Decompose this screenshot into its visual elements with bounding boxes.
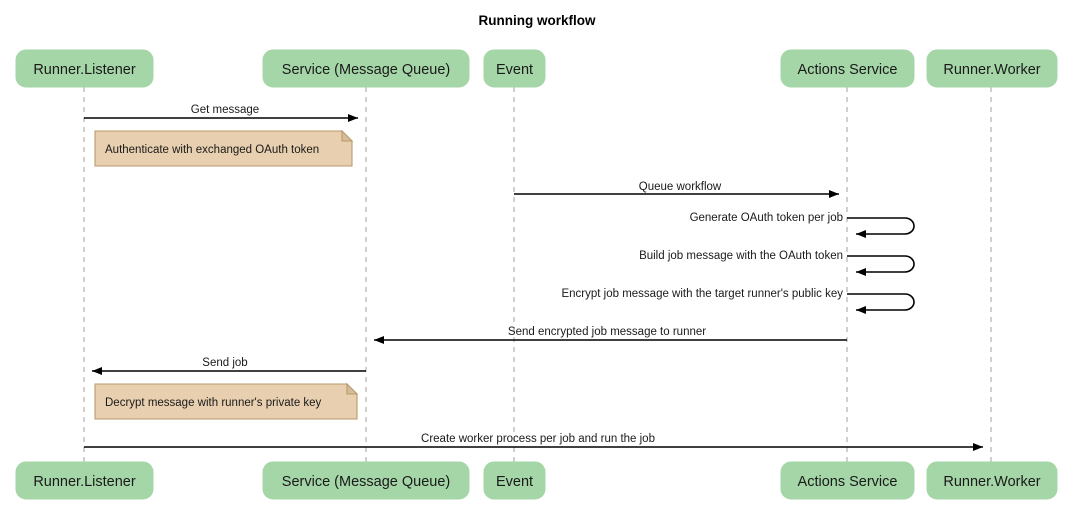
message-label: Get message — [191, 104, 259, 116]
note-fold-corner — [346, 382, 359, 395]
participant-box[interactable] — [780, 461, 915, 500]
participant-box[interactable] — [262, 461, 470, 500]
participant-actions-service-bottom[interactable]: Actions Service — [780, 461, 915, 500]
participant-box[interactable] — [926, 49, 1058, 88]
participant-label: Service (Message Queue) — [282, 474, 450, 490]
note-label: Authenticate with exchanged OAuth token — [105, 144, 319, 156]
message-build-job-message-with-the-oauth-token[interactable]: Build job message with the OAuth token — [639, 250, 915, 276]
messages-group: Get message Queue workflow Generate OAut… — [84, 104, 983, 451]
participant-label: Runner.Listener — [33, 474, 136, 490]
note-authenticate-with-exchanged-oauth-token[interactable]: Authenticate with exchanged OAuth token — [94, 129, 354, 167]
message-encrypt-job-message-with-the-target-runners-public-key[interactable]: Encrypt job message with the target runn… — [561, 288, 915, 314]
note-body[interactable] — [94, 383, 358, 420]
participant-label: Runner.Worker — [943, 474, 1040, 490]
message-queue-workflow[interactable]: Queue workflow — [514, 181, 839, 198]
participant-runner-worker-top[interactable]: Runner.Worker — [926, 49, 1058, 88]
participant-label: Runner.Listener — [33, 62, 136, 78]
message-send-encrypted-job-message-to-runner[interactable]: Send encrypted job message to runner — [374, 326, 847, 344]
participant-box[interactable] — [15, 461, 154, 500]
participant-runner-worker-bottom[interactable]: Runner.Worker — [926, 461, 1058, 500]
page-title: Running workflow — [479, 13, 596, 28]
note-body[interactable] — [94, 130, 353, 167]
participants-header: Runner.Listener Service (Message Queue) … — [15, 49, 1058, 88]
participant-label: Event — [496, 62, 533, 78]
participant-box[interactable] — [780, 49, 915, 88]
participant-label: Actions Service — [798, 474, 898, 490]
participant-label: Event — [496, 474, 533, 490]
participant-event-bottom[interactable]: Event — [483, 461, 546, 500]
message-label: Create worker process per job and run th… — [421, 433, 655, 445]
note-fold-corner — [341, 129, 354, 142]
message-generate-oauth-token-per-job[interactable]: Generate OAuth token per job — [690, 212, 915, 238]
participant-label: Actions Service — [798, 62, 898, 78]
participant-label: Runner.Worker — [943, 62, 1040, 78]
participant-box[interactable] — [262, 49, 470, 88]
participants-footer: Runner.Listener Service (Message Queue) … — [15, 461, 1058, 500]
participant-box[interactable] — [483, 461, 546, 500]
message-self-loop[interactable] — [847, 293, 915, 314]
participant-service-message-queue-top[interactable]: Service (Message Queue) — [262, 49, 470, 88]
message-label: Send job — [202, 357, 247, 369]
participant-event-top[interactable]: Event — [483, 49, 546, 88]
participant-box[interactable] — [483, 49, 546, 88]
participant-box[interactable] — [926, 461, 1058, 500]
participant-service-message-queue-bottom[interactable]: Service (Message Queue) — [262, 461, 470, 500]
participant-actions-service-top[interactable]: Actions Service — [780, 49, 915, 88]
participant-box[interactable] — [15, 49, 154, 88]
message-label: Encrypt job message with the target runn… — [561, 288, 843, 300]
notes-group: Authenticate with exchanged OAuth token … — [94, 129, 359, 420]
lifelines-group — [83, 87, 992, 462]
message-label: Generate OAuth token per job — [690, 212, 843, 224]
participant-runner-listener-top[interactable]: Runner.Listener — [15, 49, 154, 88]
message-get-message[interactable]: Get message — [84, 104, 358, 122]
note-decrypt-message-with-runners-private-key[interactable]: Decrypt message with runner's private ke… — [94, 382, 359, 420]
message-label: Build job message with the OAuth token — [639, 250, 843, 262]
participant-label: Service (Message Queue) — [282, 62, 450, 78]
message-label: Queue workflow — [639, 181, 722, 193]
note-label: Decrypt message with runner's private ke… — [105, 397, 322, 409]
participant-runner-listener-bottom[interactable]: Runner.Listener — [15, 461, 154, 500]
message-self-loop[interactable] — [847, 255, 915, 276]
message-label: Send encrypted job message to runner — [508, 326, 706, 338]
message-self-loop[interactable] — [847, 217, 915, 238]
message-create-worker-process-per-job-and-run-the-job[interactable]: Create worker process per job and run th… — [84, 433, 983, 451]
message-send-job[interactable]: Send job — [92, 357, 366, 375]
